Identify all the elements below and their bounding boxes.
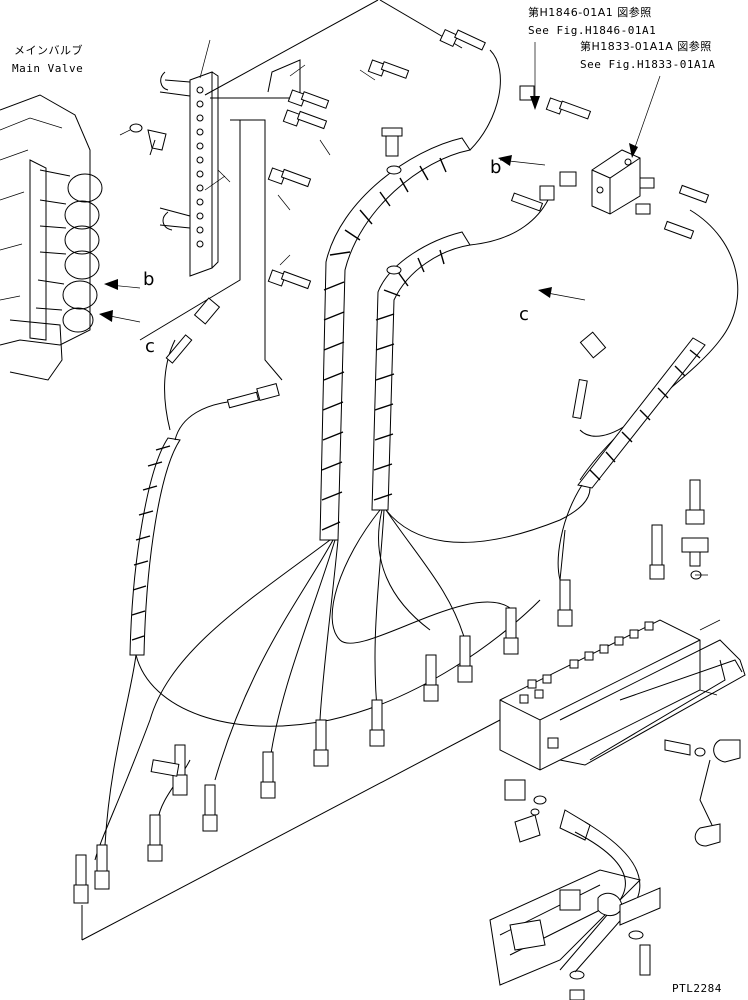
valve-block: [591, 149, 641, 215]
hose-lines: [81, 49, 739, 941]
ref-fig2-label-jp: 第H1833-01A1A 図参照: [580, 40, 712, 53]
drawing-id: PTL2284: [672, 982, 722, 995]
ref-fig2-label-en: See Fig.H1833-01A1A: [580, 58, 716, 71]
arrowheads: [99, 96, 638, 322]
leader-lines: [104, 42, 721, 696]
callout-c-left: c: [145, 336, 155, 357]
callout-b-right: b: [490, 157, 502, 178]
hose-fittings: [73, 28, 710, 904]
main-valve-label-en: Main Valve: [12, 62, 84, 75]
callout-b-left: b: [143, 269, 155, 290]
main-valve: [0, 94, 103, 381]
ref-fig1-label-en: See Fig.H1846-01A1: [528, 24, 657, 37]
top-manifold: [159, 0, 463, 277]
bottom-fittings: [489, 779, 661, 1000]
ref-fig1-label-jp: 第H1846-01A1 図参照: [528, 6, 652, 19]
main-valve-label-jp: メインバルブ: [14, 44, 83, 57]
bolt-washer-left: [129, 123, 167, 156]
bottom-manifold: [499, 619, 746, 847]
callout-c-right: c: [519, 304, 529, 325]
